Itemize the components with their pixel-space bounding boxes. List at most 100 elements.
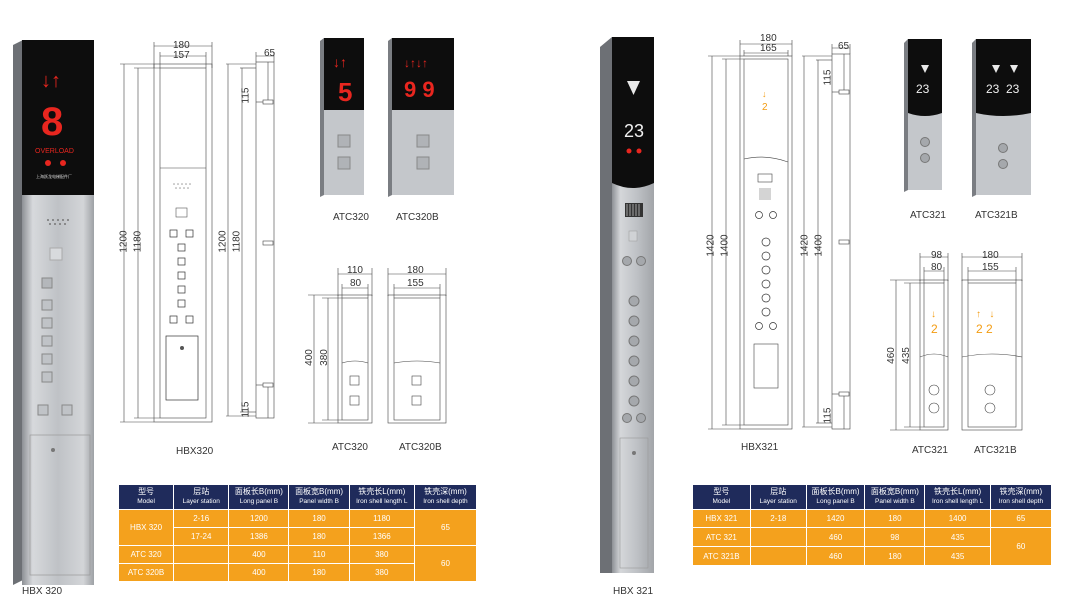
- cell-width: 180: [288, 563, 350, 582]
- header-cn: 铁壳长L(mm): [934, 487, 982, 496]
- table-row: 17-24 1386 180 1366: [119, 527, 477, 546]
- header-en: Iron shell length L: [356, 498, 408, 505]
- hbx320-width-inner: 157: [173, 50, 190, 61]
- atc321b-drawing-digits: 2 2: [976, 322, 993, 336]
- header-cn: 面板长B(mm): [811, 487, 860, 496]
- hbx320-side-height-outer: 1200: [217, 230, 229, 253]
- atc320b-photo: ↓↑↓↑ 9 9: [388, 38, 454, 197]
- cell-model: ATC 320: [117, 545, 175, 564]
- hbx320-side-height-inner: 1180: [231, 230, 243, 253]
- cell-shell: 1400: [924, 509, 991, 528]
- header-en: Iron shell depth: [998, 498, 1044, 505]
- hbx321-drawing-digit: 2: [762, 102, 768, 113]
- table-row: ATC 321 460 98 435 60: [692, 527, 1053, 566]
- cell-station: [749, 546, 807, 566]
- cell-depth: 60: [413, 545, 478, 582]
- header-cn: 型号: [713, 487, 730, 496]
- header-cn: 铁壳长L(mm): [358, 487, 406, 496]
- cell-width: 180: [288, 509, 350, 528]
- header-en: Panel width B: [299, 498, 339, 505]
- atc320-photo-digit: 5: [338, 77, 352, 107]
- cell-long: 400: [228, 545, 290, 564]
- header-cn: 层站: [770, 487, 787, 496]
- atc321b-drawing-label: ATC321B: [974, 445, 1017, 456]
- header-en: Layer station: [182, 498, 220, 505]
- hbx321-height-outer: 1420: [705, 234, 717, 257]
- cell-station: 2-18: [749, 509, 807, 528]
- cell-model: HBX 321: [692, 509, 751, 528]
- hbx321-height-inner: 1400: [719, 234, 731, 257]
- header-en: Panel width B: [875, 498, 915, 505]
- atc320b-photo-digits: 9 9: [404, 77, 435, 102]
- header-cn: 面板宽B(mm): [295, 487, 344, 496]
- atc320-drawing-label: ATC320: [332, 442, 368, 453]
- hbx321-photo-digit: 23: [624, 121, 644, 141]
- hbx321-side-drawing: [802, 44, 851, 430]
- cell-long: 1200: [228, 509, 290, 528]
- cell-depth: 60: [989, 527, 1053, 566]
- cell-width: 110: [288, 545, 350, 564]
- atc320b-width-inner: 155: [407, 278, 424, 289]
- table-row: HBX 320 2-16 1200 180 1180 65: [117, 509, 478, 546]
- header-en: Layer station: [759, 498, 797, 505]
- svg-text:上海跃龙电梯配件厂: 上海跃龙电梯配件厂: [36, 173, 72, 179]
- hbx321-photo-label: HBX 321: [613, 586, 654, 597]
- header-cn: 铁壳深(mm): [424, 487, 467, 496]
- hbx320-width-outer: 180: [173, 40, 190, 51]
- header-cn: 型号: [138, 487, 155, 496]
- atc321-width-inner: 80: [931, 262, 943, 273]
- cell-depth: 65: [989, 509, 1053, 528]
- cell-width: 98: [864, 527, 926, 547]
- svg-text:↓↑: ↓↑: [41, 70, 61, 92]
- hbx321-drawing: ↓ 2: [708, 40, 793, 430]
- cell-model: ATC 320B: [117, 563, 175, 582]
- hbx321-bottom-gap: 115: [822, 407, 834, 424]
- hbx320-height-outer: 1200: [118, 230, 130, 253]
- cell-shell: 1366: [348, 527, 415, 546]
- hbx320-photo-label: HBX 320: [22, 586, 63, 597]
- header-en: Model: [137, 498, 155, 505]
- cell-station: [173, 545, 230, 564]
- cell-station: 17-24: [173, 527, 230, 546]
- hbx320-drawing-label: HBX320: [176, 446, 214, 457]
- cell-model: HBX 320: [117, 509, 175, 546]
- atc321-photo-label: ATC321: [910, 210, 946, 221]
- svg-text:OVERLOAD: OVERLOAD: [35, 148, 74, 155]
- atc320b-drawing-label: ATC320B: [399, 442, 442, 453]
- cell-long: 1420: [805, 509, 866, 528]
- atc321b-photo-label: ATC321B: [975, 210, 1018, 221]
- cell-shell: 380: [348, 545, 415, 564]
- cell-station: 2-16: [173, 509, 230, 528]
- atc321-height-outer: 460: [885, 347, 897, 364]
- table-row: ATC 320B 400 180 380: [117, 563, 477, 582]
- hbx321-top-gap: 115: [822, 69, 834, 86]
- header-en: Model: [712, 498, 731, 505]
- header-cn: 铁壳深(mm): [999, 487, 1043, 496]
- hbx320-height-inner: 1180: [132, 230, 144, 253]
- svg-text:↑ ↓: ↑ ↓: [976, 309, 994, 320]
- atc320-width-inner: 80: [350, 278, 362, 289]
- hbx321-photo: 23: [600, 37, 654, 573]
- header-en: Long panel B: [239, 498, 279, 505]
- header-cn: 层站: [193, 487, 210, 496]
- atc320-photo-label: ATC320: [333, 212, 369, 223]
- cell-model: ATC 321B: [692, 546, 751, 566]
- table-row: ATC 320 400 110 380 60: [117, 545, 478, 582]
- cell-shell: 1180: [348, 509, 415, 528]
- header-en: Iron shell length L: [931, 498, 984, 505]
- atc321-height-inner: 435: [900, 347, 912, 364]
- hbx320-bottom-gap: 115: [240, 401, 252, 418]
- table-row: HBX 321 2-18 1420 180 1400 65: [692, 509, 1053, 528]
- hbx320-photo: ↓↑ 8 OVERLOAD 上海跃龙电梯配件厂: [13, 40, 94, 585]
- atc321b-width-inner: 155: [982, 262, 999, 273]
- svg-text:23: 23: [986, 82, 1000, 96]
- cell-long: 400: [228, 563, 290, 582]
- cell-shell: 435: [924, 546, 991, 566]
- atc320-width-outer: 110: [347, 265, 363, 276]
- hbx321-width-inner: 165: [760, 43, 777, 54]
- atc320b-width-outer: 180: [407, 265, 424, 276]
- hbx320-top-gap: 115: [240, 87, 252, 104]
- cell-shell: 380: [348, 563, 415, 582]
- atc321-drawings: ↓ 2 ↑ ↓ 2 2: [890, 253, 1023, 431]
